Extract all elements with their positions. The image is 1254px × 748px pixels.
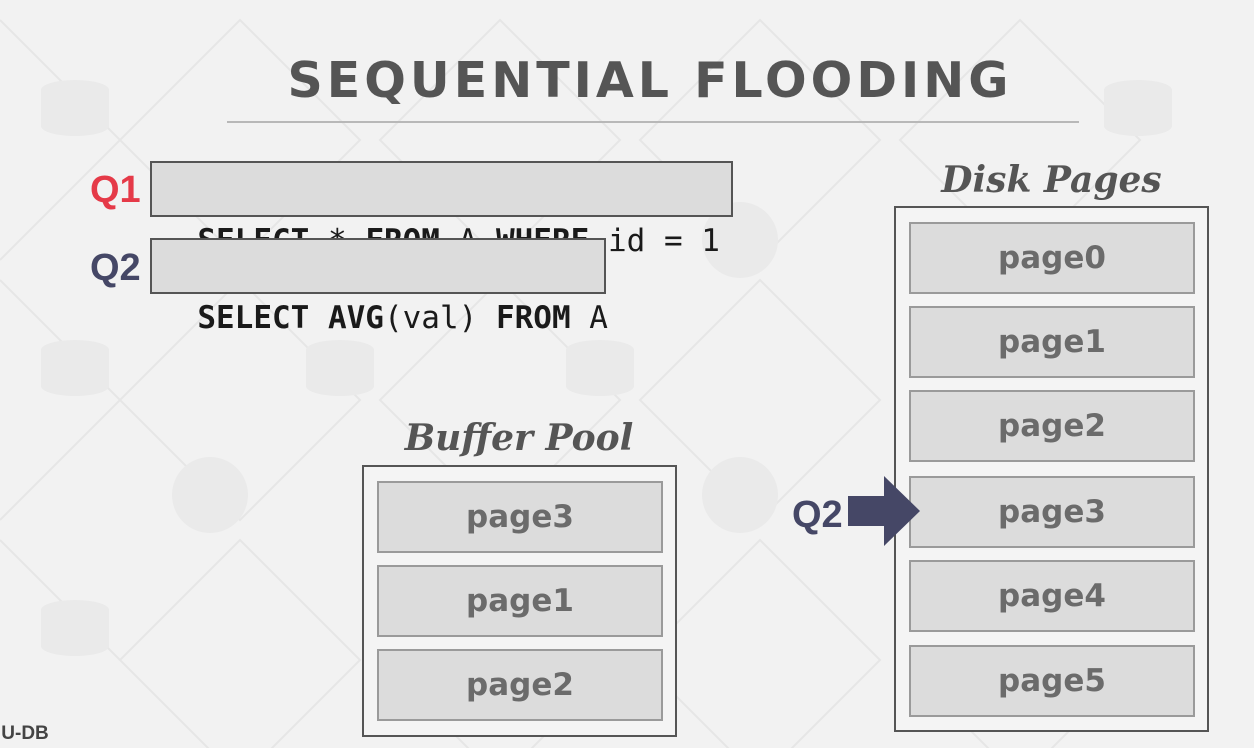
- buffer-page-slot: page2: [377, 649, 663, 721]
- skull-icon: [702, 457, 778, 533]
- sql-text: [309, 300, 328, 336]
- disk-page: page1: [909, 306, 1195, 378]
- buffer-pool-container: page3 page1 page2: [362, 465, 677, 737]
- skull-icon: [172, 457, 248, 533]
- query-label-q2: Q2: [90, 247, 141, 289]
- title-underline: [227, 121, 1079, 123]
- buffer-pool-title: Buffer Pool: [404, 417, 634, 459]
- query-label-q1: Q1: [90, 169, 141, 211]
- sql-text: A: [570, 300, 608, 336]
- sql-text: (val): [383, 300, 496, 336]
- disk-page: page4: [909, 560, 1195, 632]
- sql-keyword: AVG: [327, 300, 384, 336]
- disk-pages-title: Disk Pages: [941, 159, 1162, 201]
- disk-page: page0: [909, 222, 1195, 294]
- sql-keyword: SELECT: [197, 300, 310, 336]
- scan-pointer-label: Q2: [792, 494, 843, 536]
- disk-page: page2: [909, 390, 1195, 462]
- query-box-q2: SELECT AVG(val) FROM A: [150, 238, 608, 336]
- buffer-page-slot: page1: [377, 565, 663, 637]
- disk-pages-container: page0 page1 page2 page3 page4 page5: [894, 206, 1209, 732]
- sql-keyword: FROM: [495, 300, 571, 336]
- buffer-page-slot: page3: [377, 481, 663, 553]
- query-box-q1: SELECT * FROM A WHERE id = 1: [150, 161, 733, 259]
- sql-text: id = 1: [589, 223, 720, 259]
- disk-page: page5: [909, 645, 1195, 717]
- footer-logo-text: IU-DB: [0, 723, 49, 744]
- right-arrow-icon: [848, 476, 920, 546]
- disk-page: page3: [909, 476, 1195, 548]
- skull-icon: [702, 202, 778, 278]
- slide-title: SEQUENTIAL FLOODING: [287, 52, 1013, 109]
